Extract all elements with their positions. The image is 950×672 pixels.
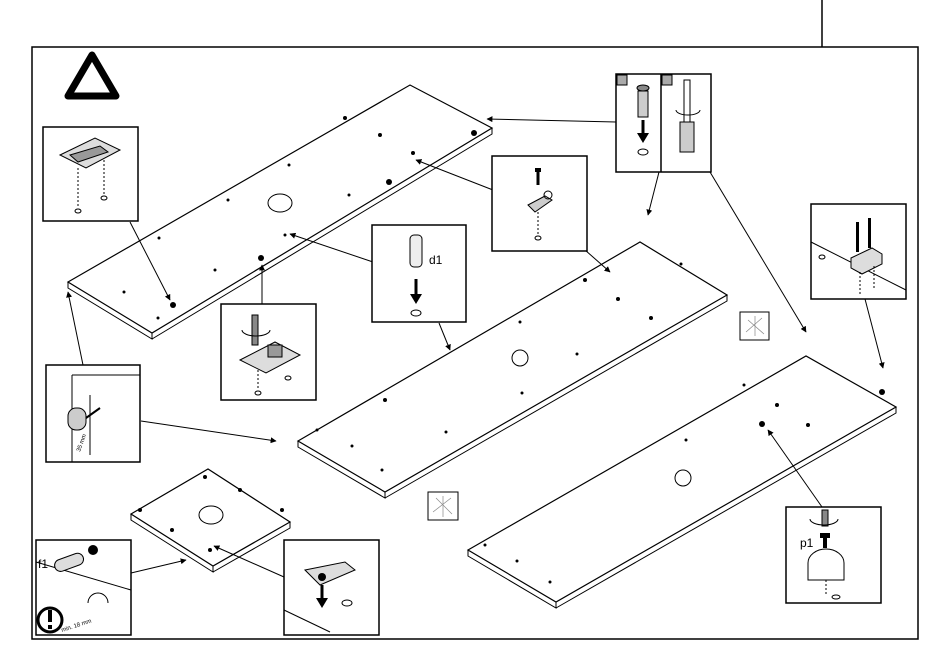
inset-pin-f1: f1 min. 18 mm — [36, 540, 131, 635]
warning-triangle-icon — [68, 55, 116, 96]
pin-label: f1 — [38, 557, 48, 571]
inset-latch — [284, 540, 379, 635]
inset-hinge-screwdriver — [221, 304, 316, 400]
dowel-label: d1 — [429, 253, 443, 267]
inset-shelf-bracket — [492, 156, 587, 251]
clip-label: p1 — [800, 536, 814, 550]
inset-hinge-plate — [43, 127, 138, 221]
board-small — [131, 469, 290, 572]
sketch-icon — [428, 492, 458, 520]
inset-clip-p1: p1 — [786, 507, 881, 603]
exclamation-circle-icon — [38, 608, 62, 632]
inset-cam-bolt — [616, 74, 711, 172]
inset-corner-block — [811, 204, 906, 299]
sketch-icon — [740, 312, 769, 340]
inset-dowel: d1 — [372, 225, 466, 322]
inset-edge-pin: 35 mm — [46, 365, 140, 462]
